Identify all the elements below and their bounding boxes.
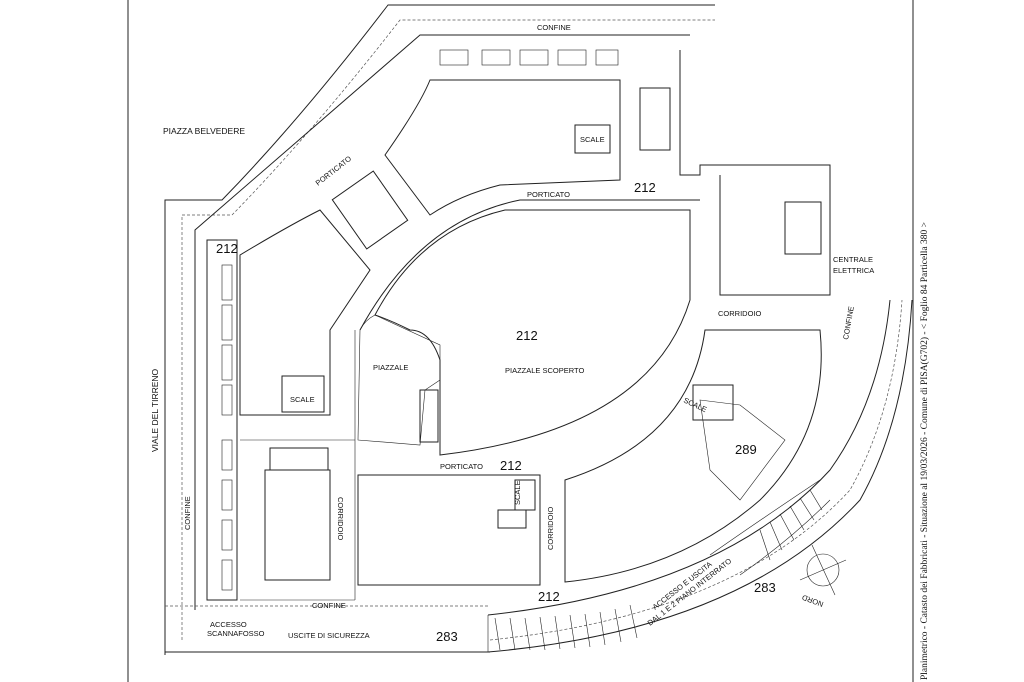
label-scale-w: SCALE [290,395,315,404]
label-accesso-scann-1: ACCESSO [210,620,247,629]
label-centrale: CENTRALE [833,255,873,264]
north-compass-icon [799,544,847,596]
label-porticato-n: PORTICATO [527,190,570,199]
label-viale-tirreno: VIALE DEL TIRRENO [150,368,160,452]
label-nord: NORD [800,593,824,609]
label-corridoio-w: CORRIDOIO [336,497,345,541]
label-corridoio-c: CORRIDOIO [546,507,555,551]
label-confine-e: CONFINE [841,306,856,341]
label-porticato-nw: PORTICATO [314,154,353,188]
label-elettrica: ELETTRICA [833,266,874,275]
parcel-212-top: 212 [634,180,656,195]
label-accesso-2: DAL 1 E 2 PIANO INTERRATO [646,556,734,627]
south-building [357,329,822,586]
north-building [331,50,831,296]
label-scale-e: SCALE [682,396,708,415]
outer-boundary [164,4,715,655]
parcel-212-portico: 212 [500,458,522,473]
parcel-283-right: 283 [754,580,776,595]
label-uscite: USCITE DI SICUREZZA [288,631,370,640]
label-confine-top: CONFINE [537,23,571,32]
courtyard [357,199,700,456]
parcel-212-left: 212 [216,241,238,256]
cadastral-caption: Planimetrico - Catasto dei Fabbricati - … [920,222,930,680]
label-accesso-scann-2: SCANNAFOSSO [207,629,265,638]
label-piazzale: PIAZZALE [373,363,408,372]
label-confine-left: CONFINE [183,496,192,530]
portico-columns [221,49,619,591]
label-piazza-belvedere: PIAZZA BELVEDERE [163,126,245,136]
east-curved-walls [487,299,913,653]
label-piazzale-scoperto: PIAZZALE SCOPERTO [505,366,584,375]
ramp-hatching [494,489,823,651]
label-corridoio-e: CORRIDOIO [718,309,762,318]
west-building [206,209,371,601]
label-scale-n: SCALE [580,135,605,144]
parcel-212-center: 212 [516,328,538,343]
parcel-212-bottom: 212 [538,589,560,604]
label-porticato-s: PORTICATO [440,462,483,471]
parcel-283-bottom: 283 [436,629,458,644]
label-scale-c: SCALE [513,480,522,505]
label-confine-bottom: CONFINE [312,601,346,610]
parcel-289: 289 [735,442,757,457]
